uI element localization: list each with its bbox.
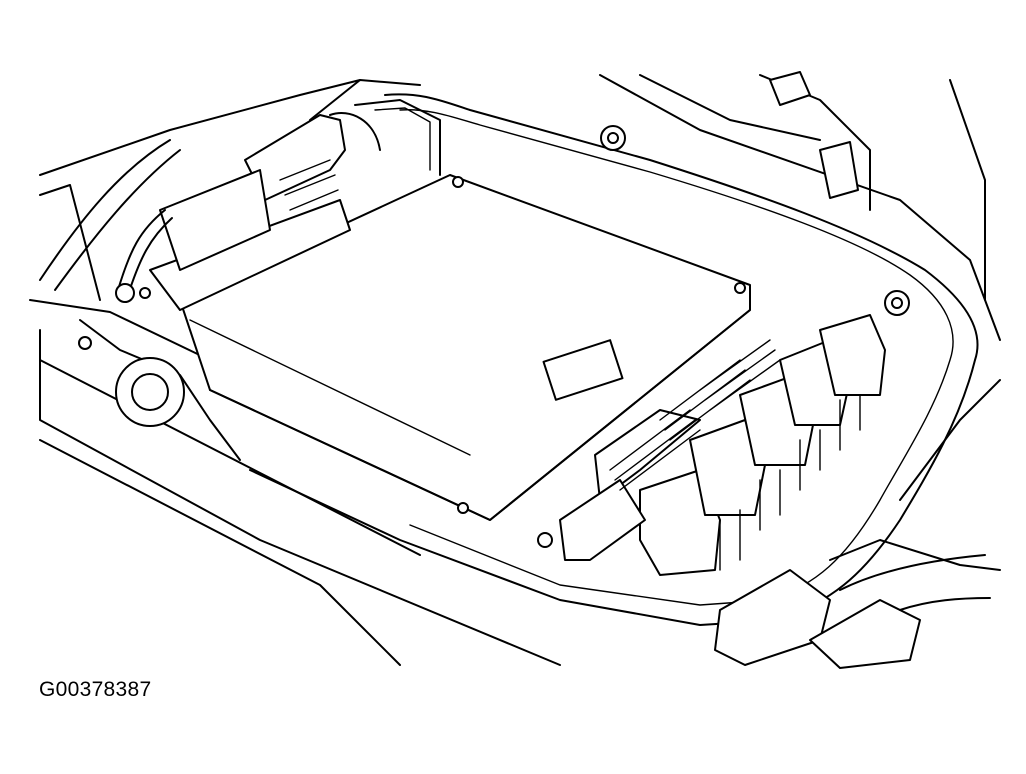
lower-right-hoses bbox=[715, 540, 1000, 668]
module-label-plate bbox=[544, 340, 623, 400]
upper-right-components bbox=[770, 72, 858, 198]
figure-id-code: G00378387 bbox=[39, 678, 152, 701]
relay-block bbox=[640, 315, 885, 575]
module-wiring-connectors bbox=[538, 340, 780, 560]
wire-harness bbox=[40, 113, 380, 290]
control-module bbox=[180, 175, 750, 520]
engine-compartment-module-illustration bbox=[0, 0, 1026, 680]
mounting-bosses bbox=[79, 126, 909, 426]
left-connector-bracket bbox=[116, 115, 350, 310]
module-tray bbox=[250, 94, 978, 625]
